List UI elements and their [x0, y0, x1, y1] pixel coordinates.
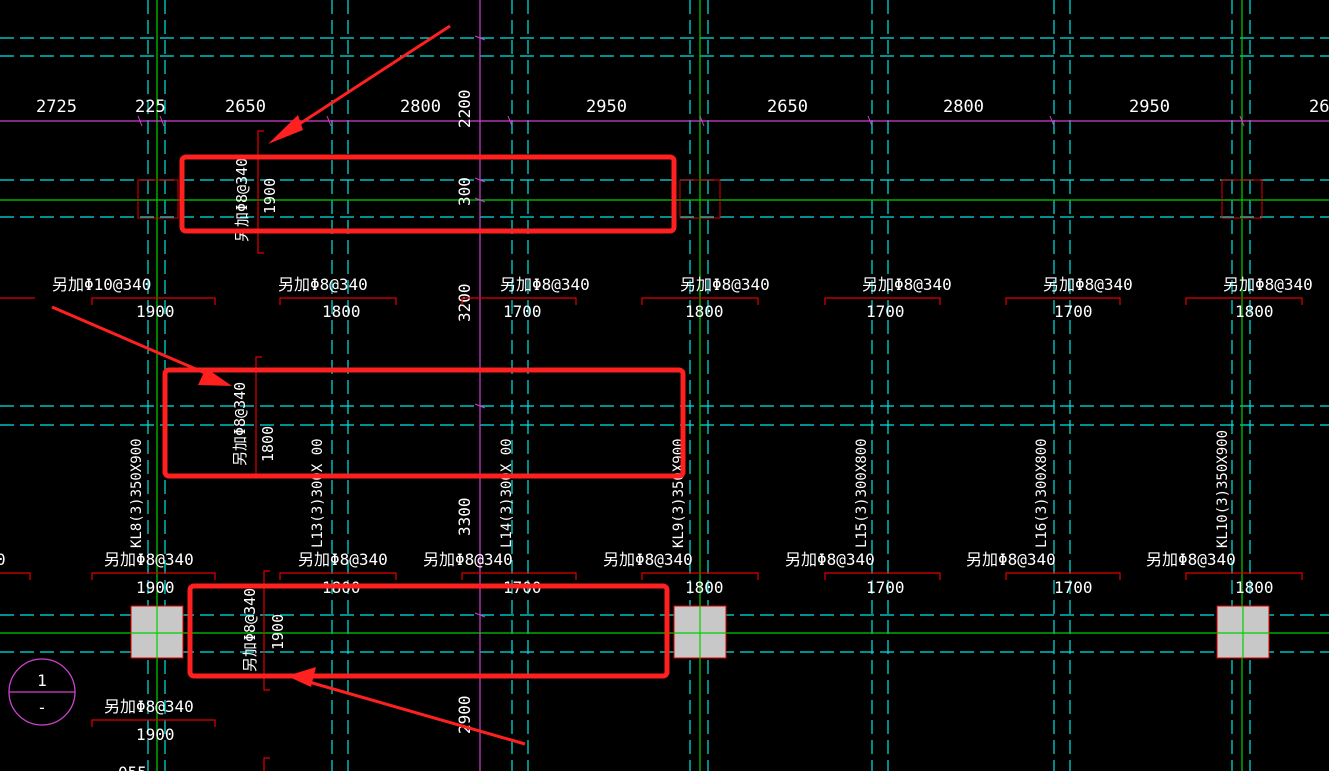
- rebar-spec-label: 另加Φ8@340: [500, 275, 590, 294]
- rebar-length-label: 1700: [866, 302, 905, 321]
- beam-label: L14(3)300X 00: [499, 438, 515, 548]
- rebar-spec-label: 另加Φ8@340: [862, 275, 952, 294]
- beam-label: L15(3)300X800: [854, 438, 870, 548]
- rebar-length-label: 1700: [1054, 578, 1093, 597]
- edge-fragment: 055: [118, 763, 147, 771]
- rebar-length-label: 1800: [1235, 302, 1274, 321]
- rebar-annotation-row3: 另加Φ8@340 1900 055: [91, 697, 216, 771]
- column-outlines-top: [137, 179, 1263, 219]
- columns-bottom: [130, 605, 1270, 659]
- rebar-length-label: 1700: [1054, 302, 1093, 321]
- rebar-spec-label: 另加Φ8@340: [423, 550, 513, 569]
- rebar-spec-label: 另加Φ8@340: [278, 275, 368, 294]
- vertical-dimension: 300: [455, 177, 474, 206]
- beam-label: KL10(3)350X900: [1215, 430, 1231, 548]
- rebar-brackets-row2: [0, 572, 1303, 580]
- vertical-dimension: 3200: [455, 283, 474, 322]
- rebar-spec-label: 另加Φ8@340: [1146, 550, 1236, 569]
- rebar-length-label: 1900: [136, 578, 175, 597]
- arrow-bottom: [287, 667, 526, 746]
- arrow-top: [268, 24, 451, 144]
- rebar-spec-label: 另加Φ8@340: [231, 382, 249, 466]
- beam-labels: KL8(3)350X900 L13(3)300X 00 L14(3)300X 0…: [129, 430, 1231, 548]
- section-marker: 1 -: [8, 658, 76, 726]
- rebar-labels-row2: 0 另加Φ8@340 另加Φ8@340 另加Φ8@340 另加Φ8@340 另加…: [0, 550, 1236, 569]
- top-dimension: 2950: [586, 97, 627, 117]
- beam-label: KL8(3)350X900: [129, 438, 145, 548]
- rebar-length-label: 1800: [322, 302, 361, 321]
- highlight-boxes: [162, 154, 686, 679]
- top-dimension: 2650: [767, 97, 808, 117]
- rebar-length-label: 1800: [685, 578, 724, 597]
- rebar-lengths-row1: 1900 1800 1700 1800 1700 1700 1800: [136, 302, 1274, 321]
- rebar-length-label: 1900: [136, 302, 175, 321]
- vertical-rebar-labels: 另加Φ8@340 1900 另加Φ8@340 1800 另加Φ8@340 190…: [231, 158, 287, 672]
- rebar-spec-label: 另加Φ8@340: [680, 275, 770, 294]
- rebar-length-label: 1800: [685, 302, 724, 321]
- top-dimension: 2725: [36, 97, 77, 117]
- top-dimension: 225: [135, 97, 166, 117]
- vertical-dimension: 3300: [455, 497, 474, 536]
- rebar-spec-label: 另加Φ8@340: [603, 550, 693, 569]
- rebar-length-label: 1700: [866, 578, 905, 597]
- rebar-spec-label: 另加Φ8@340: [966, 550, 1056, 569]
- top-dimension: 2800: [400, 97, 441, 117]
- rebar-spec-label: 另加Φ8@340: [104, 697, 194, 716]
- rebar-spec-label: 另加Φ8@340: [785, 550, 875, 569]
- beam-label: L13(3)300X 00: [310, 438, 326, 548]
- edge-fragment: 0: [0, 550, 6, 569]
- top-dimension: 2800: [943, 97, 984, 117]
- annotation-arrows: [51, 24, 526, 746]
- rebar-spec-label: 另加Φ8@340: [241, 588, 259, 672]
- rebar-spec-label: 另加Φ8@340: [298, 550, 388, 569]
- highlight-box-top: [179, 154, 677, 234]
- grid-lines-horizontal: [0, 37, 1329, 653]
- rebar-length-label: 1800: [259, 426, 277, 462]
- rebar-spec-label: 另加Φ8@340: [1223, 275, 1313, 294]
- rebar-spec-label: 另加Φ8@340: [1043, 275, 1133, 294]
- rebar-length-label: 1700: [503, 302, 542, 321]
- arrow-middle: [51, 305, 232, 386]
- vertical-dimension: 2200: [455, 89, 474, 128]
- dimension-ticks: [137, 35, 1245, 618]
- rebar-spec-label: 另加Φ8@340: [233, 158, 251, 242]
- section-sheet: -: [37, 698, 47, 717]
- rebar-length-label: 1800: [1235, 578, 1274, 597]
- rebar-spec-label: 另加Φ10@340: [52, 275, 151, 294]
- top-dimension: 26: [1309, 97, 1329, 117]
- top-dimension: 2650: [225, 97, 266, 117]
- rebar-spec-label: 另加Φ8@340: [104, 550, 194, 569]
- section-number: 1: [37, 671, 47, 690]
- rebar-length-label: 1900: [269, 614, 287, 650]
- beam-label: L16(3)300X800: [1034, 438, 1050, 548]
- top-dimensions: 2725 225 2650 2800 2950 2650 2800 2950 2…: [36, 97, 1329, 117]
- rebar-labels-row1: 另加Φ10@340 另加Φ8@340 另加Φ8@340 另加Φ8@340 另加Φ…: [52, 275, 1313, 294]
- vertical-dimensions: 2200 300 3200 3300 2900: [455, 89, 474, 734]
- top-dimension: 2950: [1129, 97, 1170, 117]
- rebar-brackets-row1: [0, 297, 1303, 305]
- highlight-box-middle: [162, 367, 686, 479]
- rebar-length-label: 1900: [136, 725, 175, 744]
- rebar-length-label: 1900: [261, 178, 279, 214]
- highlight-box-bottom: [187, 583, 670, 679]
